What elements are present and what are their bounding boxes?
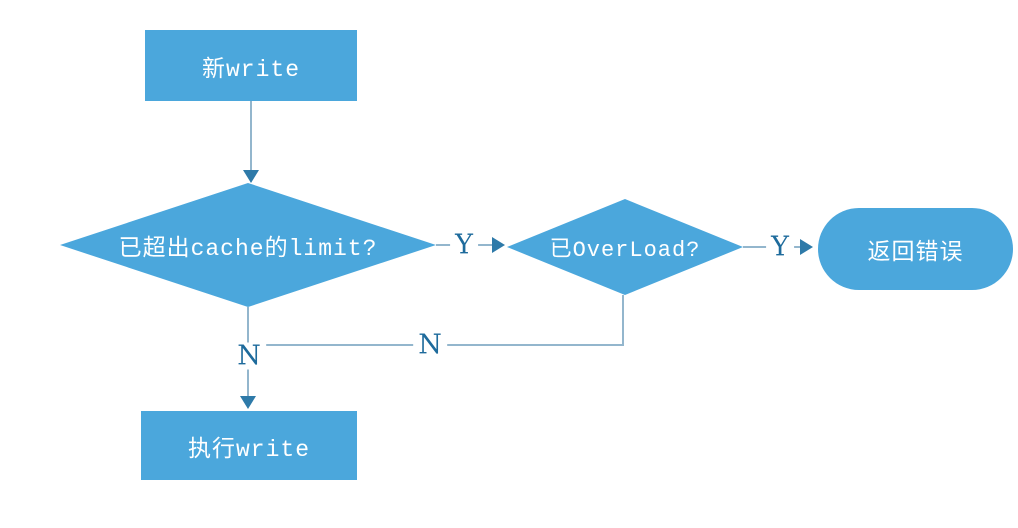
overload-check-diamond: 已OverLoad? bbox=[507, 199, 743, 295]
return-error-node: 返回错误 bbox=[818, 208, 1013, 290]
return-error-label: 返回错误 bbox=[867, 240, 964, 266]
execute-write-node: 执行write bbox=[141, 411, 357, 480]
edge-label-no-2: N bbox=[413, 331, 447, 359]
arrowhead-right-icon bbox=[492, 237, 505, 253]
edge-label-yes-1: Y bbox=[450, 231, 478, 259]
overload-check-label: 已OverLoad? bbox=[549, 238, 701, 263]
limit-check-diamond: 已超出cache的limit? bbox=[60, 183, 436, 307]
start-node-label: 新write bbox=[201, 56, 300, 83]
edge-overload-down-line bbox=[622, 295, 624, 346]
arrowhead-right-icon bbox=[800, 239, 813, 255]
arrowhead-down-icon bbox=[240, 396, 256, 409]
edge-label-no-1: N bbox=[232, 342, 266, 370]
start-node: 新write bbox=[145, 30, 357, 101]
limit-check-label: 已超出cache的limit? bbox=[118, 236, 378, 262]
execute-write-label: 执行write bbox=[187, 436, 310, 463]
edge-start-to-limit-line bbox=[250, 101, 252, 171]
arrowhead-down-icon bbox=[243, 170, 259, 183]
edge-label-yes-2: Y bbox=[766, 233, 794, 261]
